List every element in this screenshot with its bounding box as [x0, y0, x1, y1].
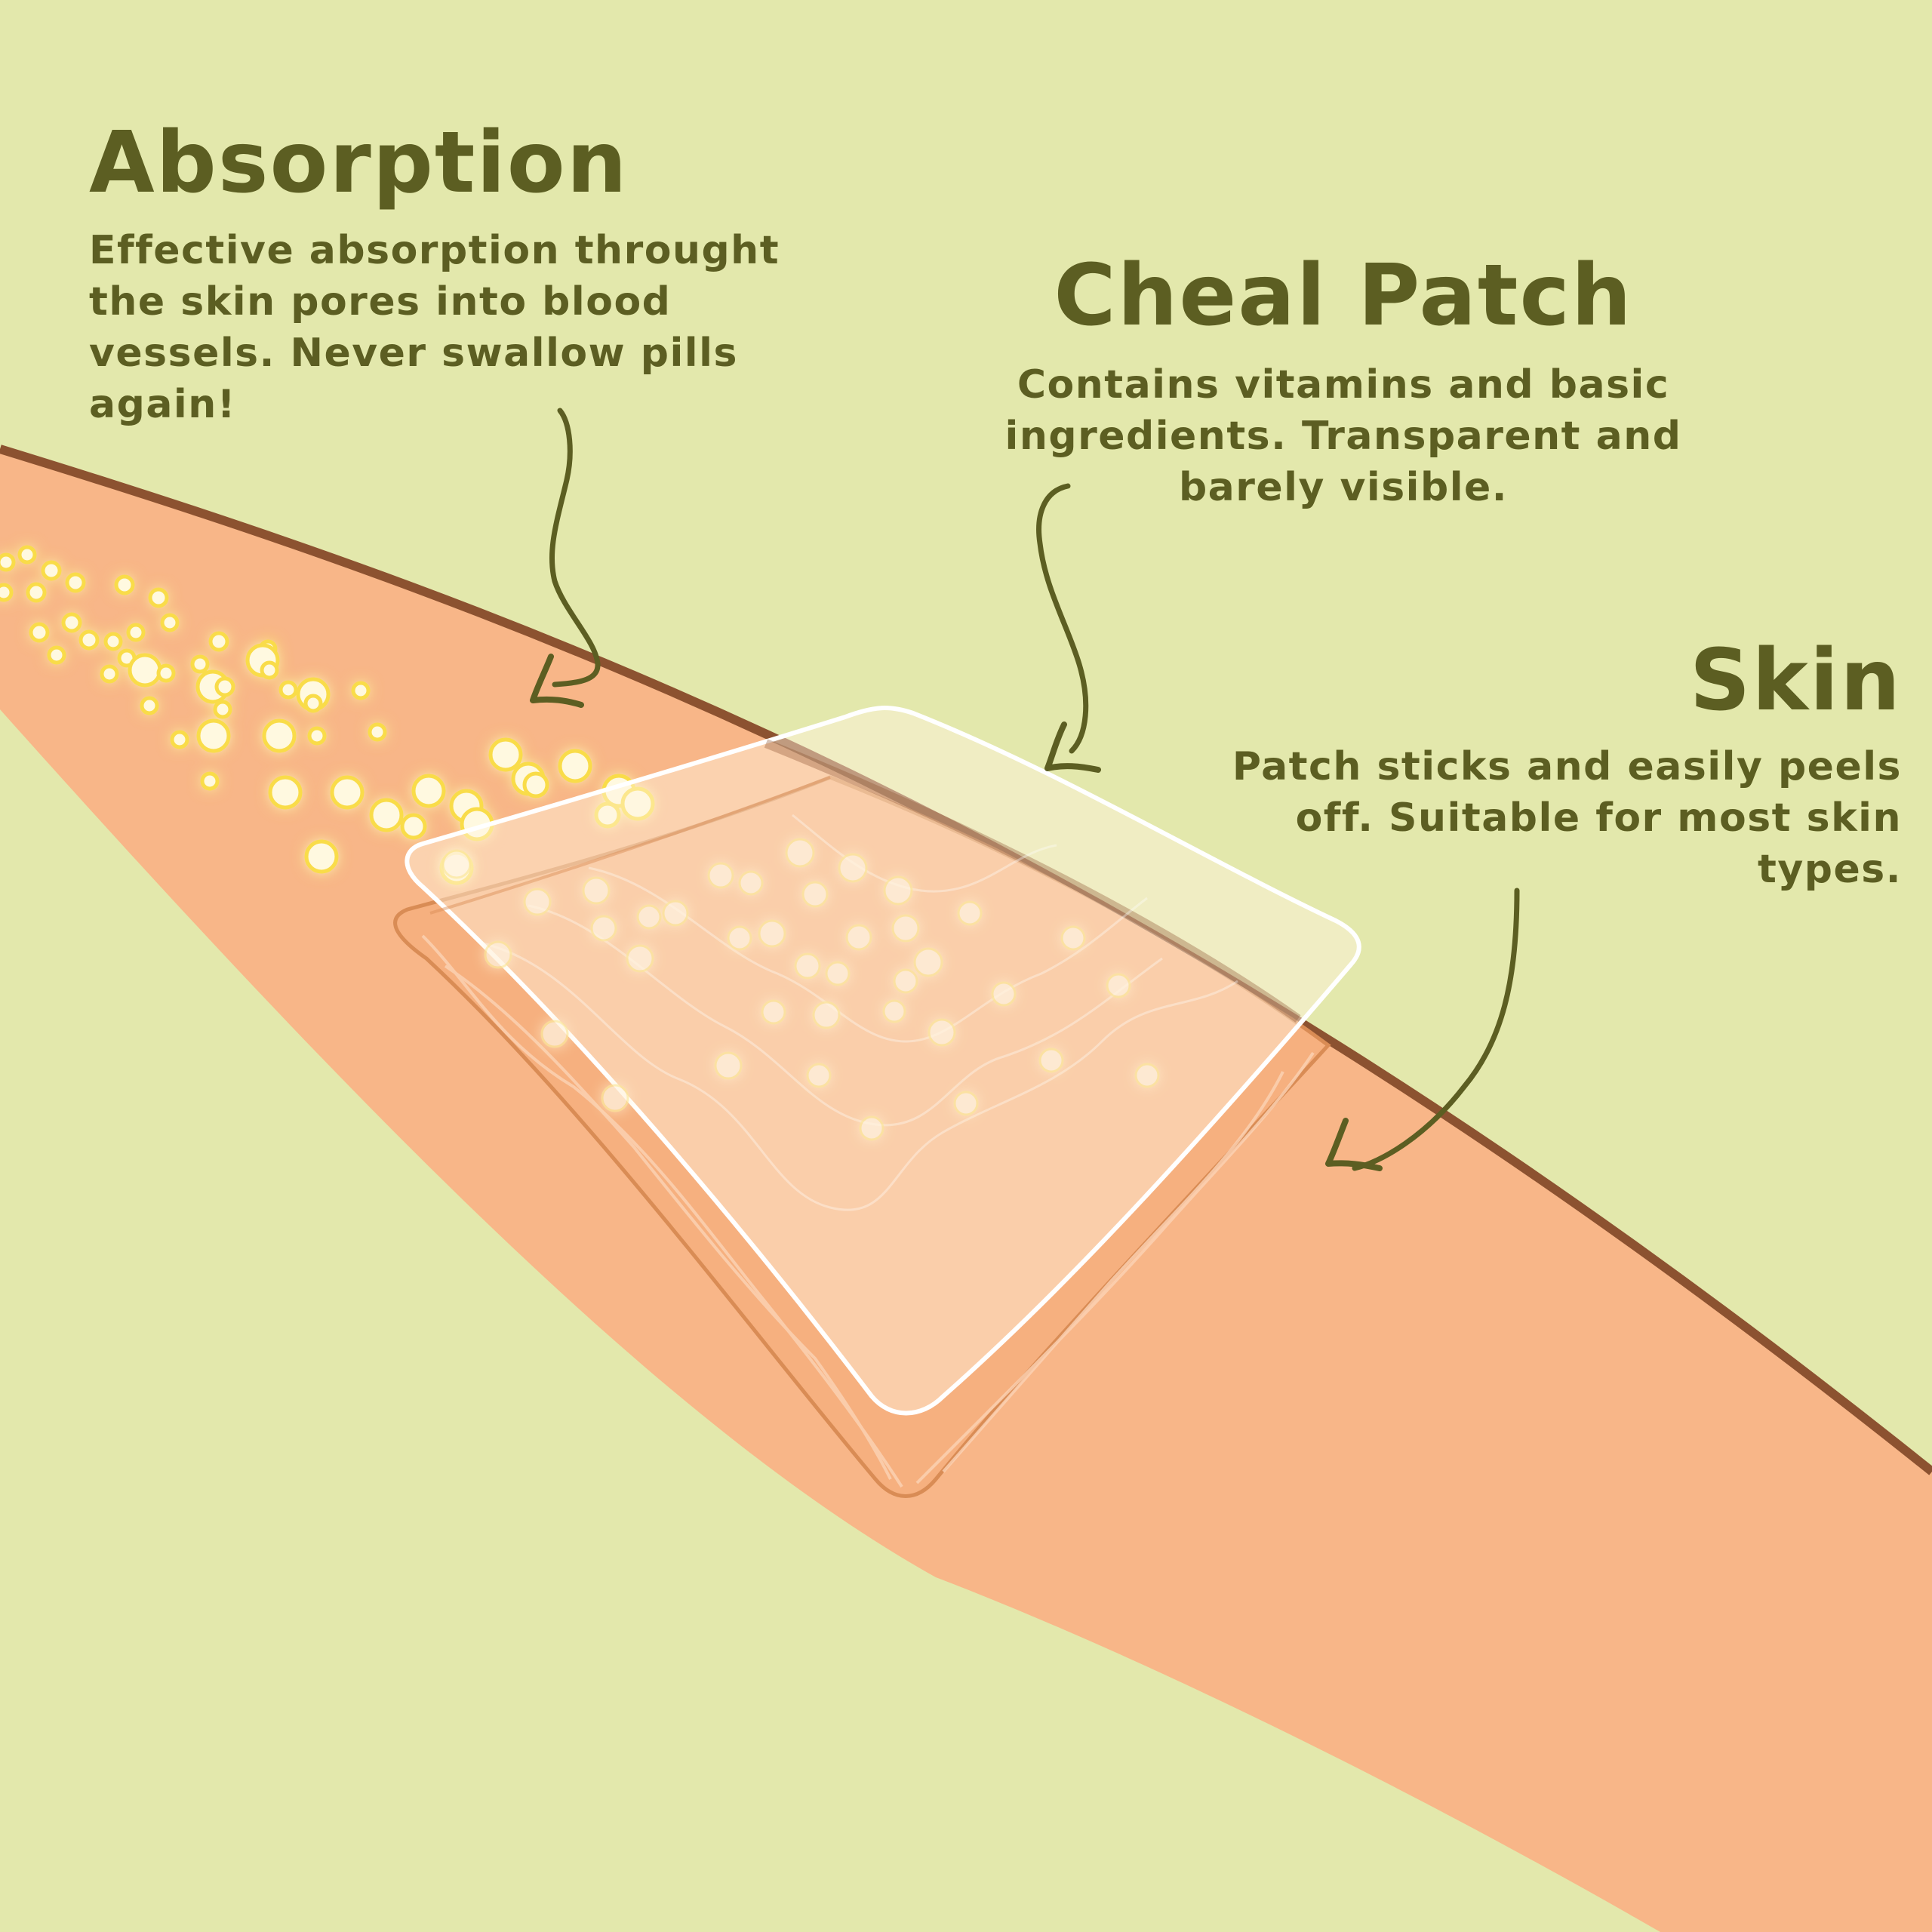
absorption-title: Absorption	[89, 114, 629, 212]
patch-description: Contains vitamins and basic ingredients.…	[906, 359, 1781, 513]
absorption-description: Effective absorption throught the skin p…	[89, 225, 780, 430]
patch-title: Cheal Patch	[1054, 247, 1633, 345]
absorption-line: again!	[89, 382, 236, 427]
patch-callout: Cheal Patch Contains vitamins and basic …	[906, 254, 1781, 513]
patch-line: ingredients. Transparent and	[1004, 414, 1682, 459]
absorption-line: vessels. Never swallow pills	[89, 331, 738, 376]
skin-title: Skin	[1689, 632, 1902, 730]
absorption-line: Effective absorption throught	[89, 228, 780, 273]
skin-line: types.	[1758, 847, 1902, 892]
curved-arrow-skin-icon	[1325, 888, 1520, 1171]
patch-line: barely visible.	[1178, 465, 1509, 510]
skin-description: Patch sticks and easily peels off. Suita…	[1232, 741, 1902, 895]
skin-line: Patch sticks and easily peels	[1232, 744, 1902, 789]
curved-arrow-absorption-icon	[530, 408, 601, 708]
patch-line: Contains vitamins and basic	[1017, 362, 1670, 408]
absorption-callout: Absorption Effective absorption throught…	[89, 121, 780, 430]
transdermal-patch-icon	[405, 706, 1361, 1416]
curved-arrow-patch-icon	[1036, 483, 1101, 773]
skin-line: off. Suitable for most skin	[1295, 795, 1902, 841]
absorption-line: the skin pores into blood	[89, 279, 672, 325]
skin-callout: Skin Patch sticks and easily peels off. …	[1232, 638, 1902, 895]
